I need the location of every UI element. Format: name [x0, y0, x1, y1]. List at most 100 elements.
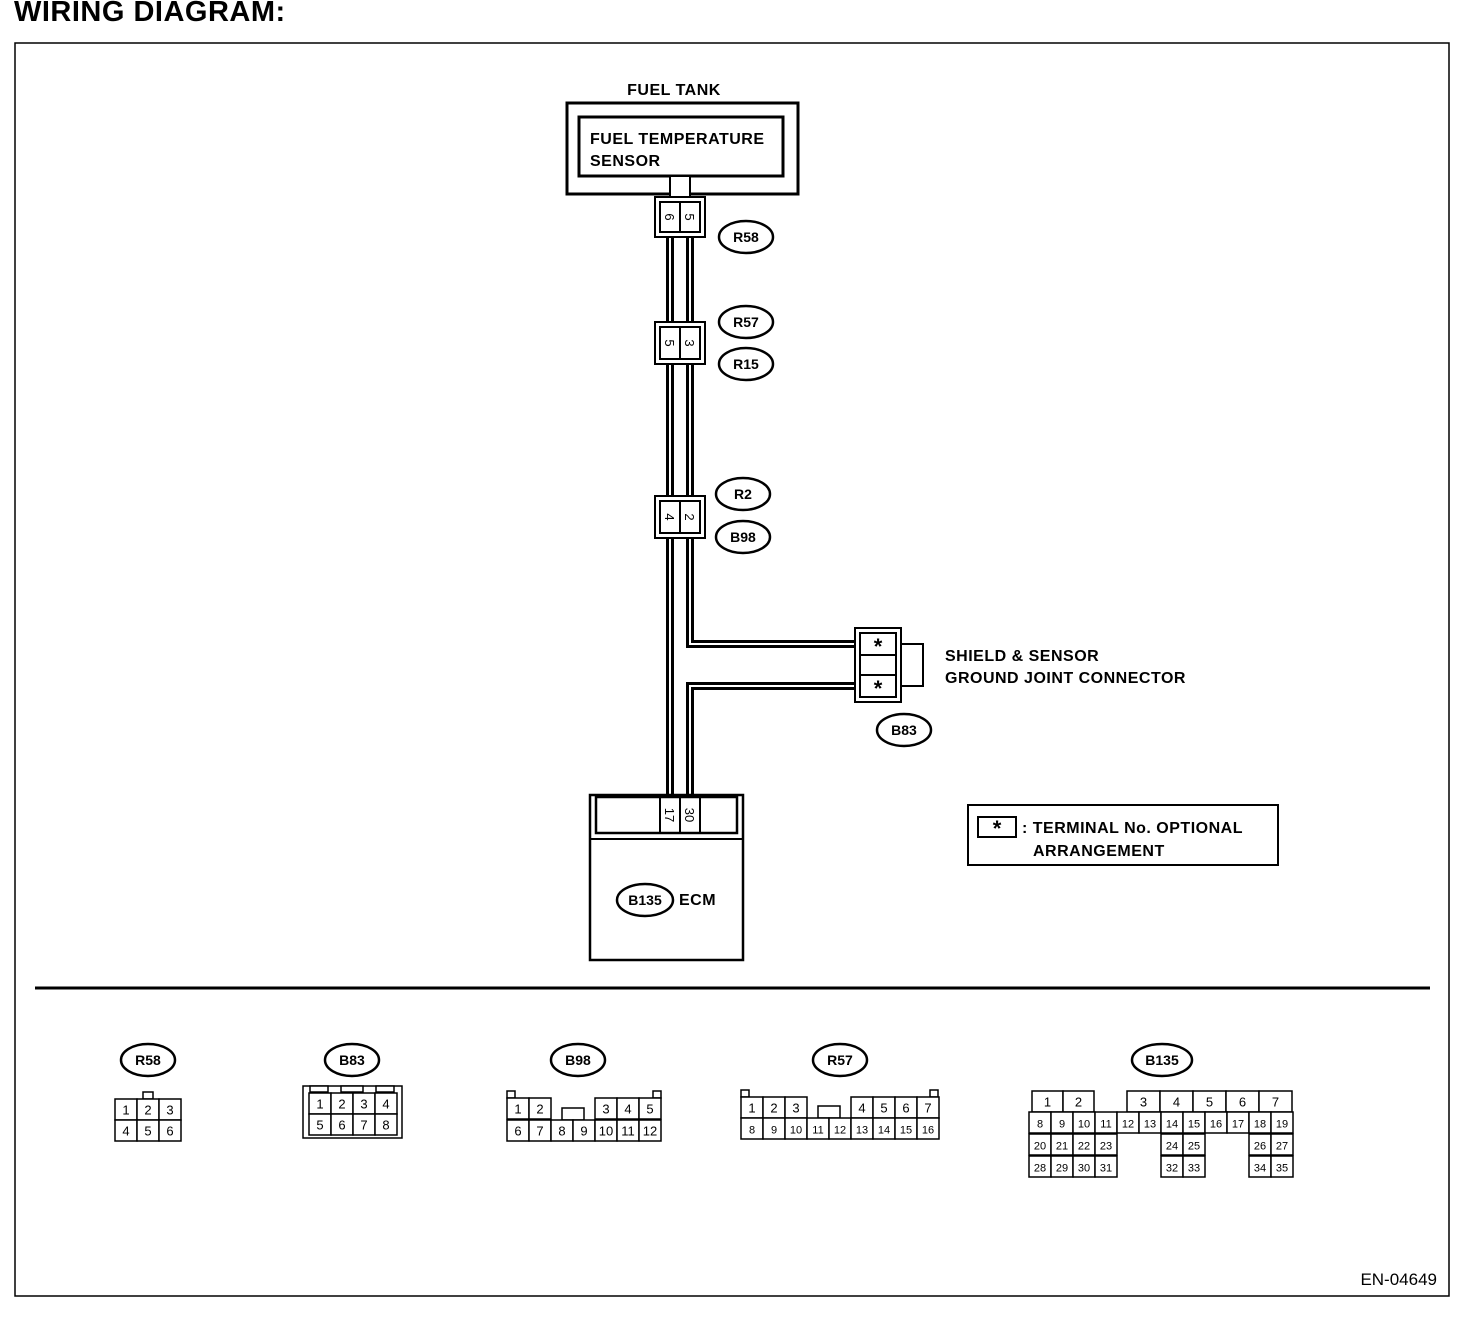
- connector-r58-tag: R58: [717, 219, 775, 255]
- pin-b135-16: 16: [1210, 1119, 1222, 1131]
- pin-b135-23: 23: [1100, 1141, 1112, 1153]
- b83-id: B83: [891, 722, 917, 738]
- pin-b83-3: 3: [360, 1097, 367, 1112]
- r58-id: R58: [733, 229, 759, 245]
- connector-r15-tag: R15: [717, 346, 775, 382]
- joint-pin-top: *: [874, 634, 883, 659]
- pin-b135-12: 12: [1122, 1119, 1134, 1131]
- pin-r57-4: 4: [858, 1101, 865, 1116]
- view-id-b135: B135: [1145, 1052, 1179, 1068]
- legend-box: * : TERMINAL No. OPTIONAL ARRANGEMENT: [967, 804, 1279, 866]
- pin-b135-9: 9: [1059, 1119, 1065, 1131]
- pin-r57-8: 8: [749, 1125, 755, 1137]
- pin-b83-6: 6: [338, 1118, 345, 1133]
- view-id-b83: B83: [339, 1052, 365, 1068]
- pin-r57-1: 1: [748, 1101, 755, 1116]
- pin-b135-3: 3: [1140, 1095, 1147, 1110]
- pin-b83-4: 4: [382, 1097, 389, 1112]
- ecm-pin-left: 17: [662, 808, 677, 822]
- pin-r57-15: 15: [900, 1125, 912, 1137]
- view-tag-b98: B98: [549, 1042, 607, 1078]
- pin-b83-7: 7: [360, 1118, 367, 1133]
- pin-r57-16: 16: [922, 1125, 934, 1137]
- pin-b135-22: 22: [1078, 1141, 1090, 1153]
- pin-r57-14: 14: [878, 1125, 890, 1137]
- fuel-tank-label: FUEL TANK: [627, 82, 721, 99]
- pin-b135-20: 20: [1034, 1141, 1046, 1153]
- connector-r2-tag: R2: [714, 476, 772, 512]
- pin-b98-6: 6: [514, 1124, 521, 1139]
- pin-r57-12: 12: [834, 1125, 846, 1137]
- pin-b83-5: 5: [316, 1118, 323, 1133]
- pin-b135-10: 10: [1078, 1119, 1090, 1131]
- joint-pin-bottom: *: [874, 676, 883, 701]
- pin-b135-24: 24: [1166, 1141, 1178, 1153]
- pin-r57-13: 13: [856, 1125, 868, 1137]
- diagram-frame: [14, 42, 1450, 1297]
- joint-label-line2: GROUND JOINT CONNECTOR: [945, 670, 1186, 687]
- view-id-r58: R58: [135, 1052, 161, 1068]
- r2-pin-left: 4: [662, 513, 677, 520]
- ecm-label: ECM: [679, 892, 716, 909]
- connector-b98-tag: B98: [714, 519, 772, 555]
- pin-b98-5: 5: [646, 1102, 653, 1117]
- figure-id: EN-04649: [1360, 1270, 1437, 1289]
- pin-b135-4: 4: [1173, 1095, 1180, 1110]
- pin-b135-17: 17: [1232, 1119, 1244, 1131]
- pin-b135-28: 28: [1034, 1163, 1046, 1175]
- view-tag-r57: R57: [811, 1042, 869, 1078]
- pin-b135-8: 8: [1037, 1119, 1043, 1131]
- joint-label-line1: SHIELD & SENSOR: [945, 648, 1099, 665]
- ecm-unit: 17 30 B135 ECM: [588, 793, 745, 962]
- pin-b135-5: 5: [1206, 1095, 1213, 1110]
- pin-r58-2: 2: [144, 1103, 151, 1118]
- pin-r58-6: 6: [166, 1124, 173, 1139]
- pin-b135-21: 21: [1056, 1141, 1068, 1153]
- r2-pin-right: 2: [682, 513, 697, 520]
- ecm-id: B135: [628, 892, 662, 908]
- pin-r57-5: 5: [880, 1101, 887, 1116]
- pin-b98-9: 9: [580, 1124, 587, 1139]
- pin-b135-18: 18: [1254, 1119, 1266, 1131]
- pin-b135-2: 2: [1075, 1095, 1082, 1110]
- pin-b135-1: 1: [1044, 1095, 1051, 1110]
- legend-line2: ARRANGEMENT: [1033, 843, 1165, 860]
- pin-b98-3: 3: [602, 1102, 609, 1117]
- legend-symbol: *: [993, 816, 1002, 841]
- pin-b135-14: 14: [1166, 1119, 1178, 1131]
- pin-b135-13: 13: [1144, 1119, 1156, 1131]
- r15-id: R15: [733, 356, 759, 372]
- r57-pin-left: 5: [662, 339, 677, 346]
- pin-b98-7: 7: [536, 1124, 543, 1139]
- pin-r58-4: 4: [122, 1124, 129, 1139]
- connector-r57-r15: 5 3: [654, 321, 706, 365]
- pin-r57-11: 11: [812, 1125, 823, 1137]
- view-tag-b135: B135: [1130, 1042, 1194, 1078]
- pin-b135-25: 25: [1188, 1141, 1200, 1153]
- connector-b83-tag: B83: [875, 712, 933, 748]
- pin-b98-10: 10: [599, 1124, 613, 1139]
- pin-b135-29: 29: [1056, 1163, 1068, 1175]
- pin-r58-5: 5: [144, 1124, 151, 1139]
- pin-b135-33: 33: [1188, 1163, 1200, 1175]
- pin-b83-8: 8: [382, 1118, 389, 1133]
- page-title: WIRING DIAGRAM:: [14, 0, 286, 28]
- r58-pin-left: 6: [662, 213, 677, 220]
- view-tag-r58: R58: [119, 1042, 177, 1078]
- pin-b98-1: 1: [514, 1102, 521, 1117]
- joint-connector-b83: * *: [854, 627, 924, 703]
- sensor-label-line2: SENSOR: [590, 153, 661, 170]
- pin-r57-7: 7: [924, 1101, 931, 1116]
- pin-r57-6: 6: [902, 1101, 909, 1116]
- pin-r57-3: 3: [792, 1101, 799, 1116]
- view-id-r57: R57: [827, 1052, 853, 1068]
- pin-b135-35: 35: [1276, 1163, 1288, 1175]
- pin-r57-2: 2: [770, 1101, 777, 1116]
- ecm-pin-right: 30: [682, 808, 697, 822]
